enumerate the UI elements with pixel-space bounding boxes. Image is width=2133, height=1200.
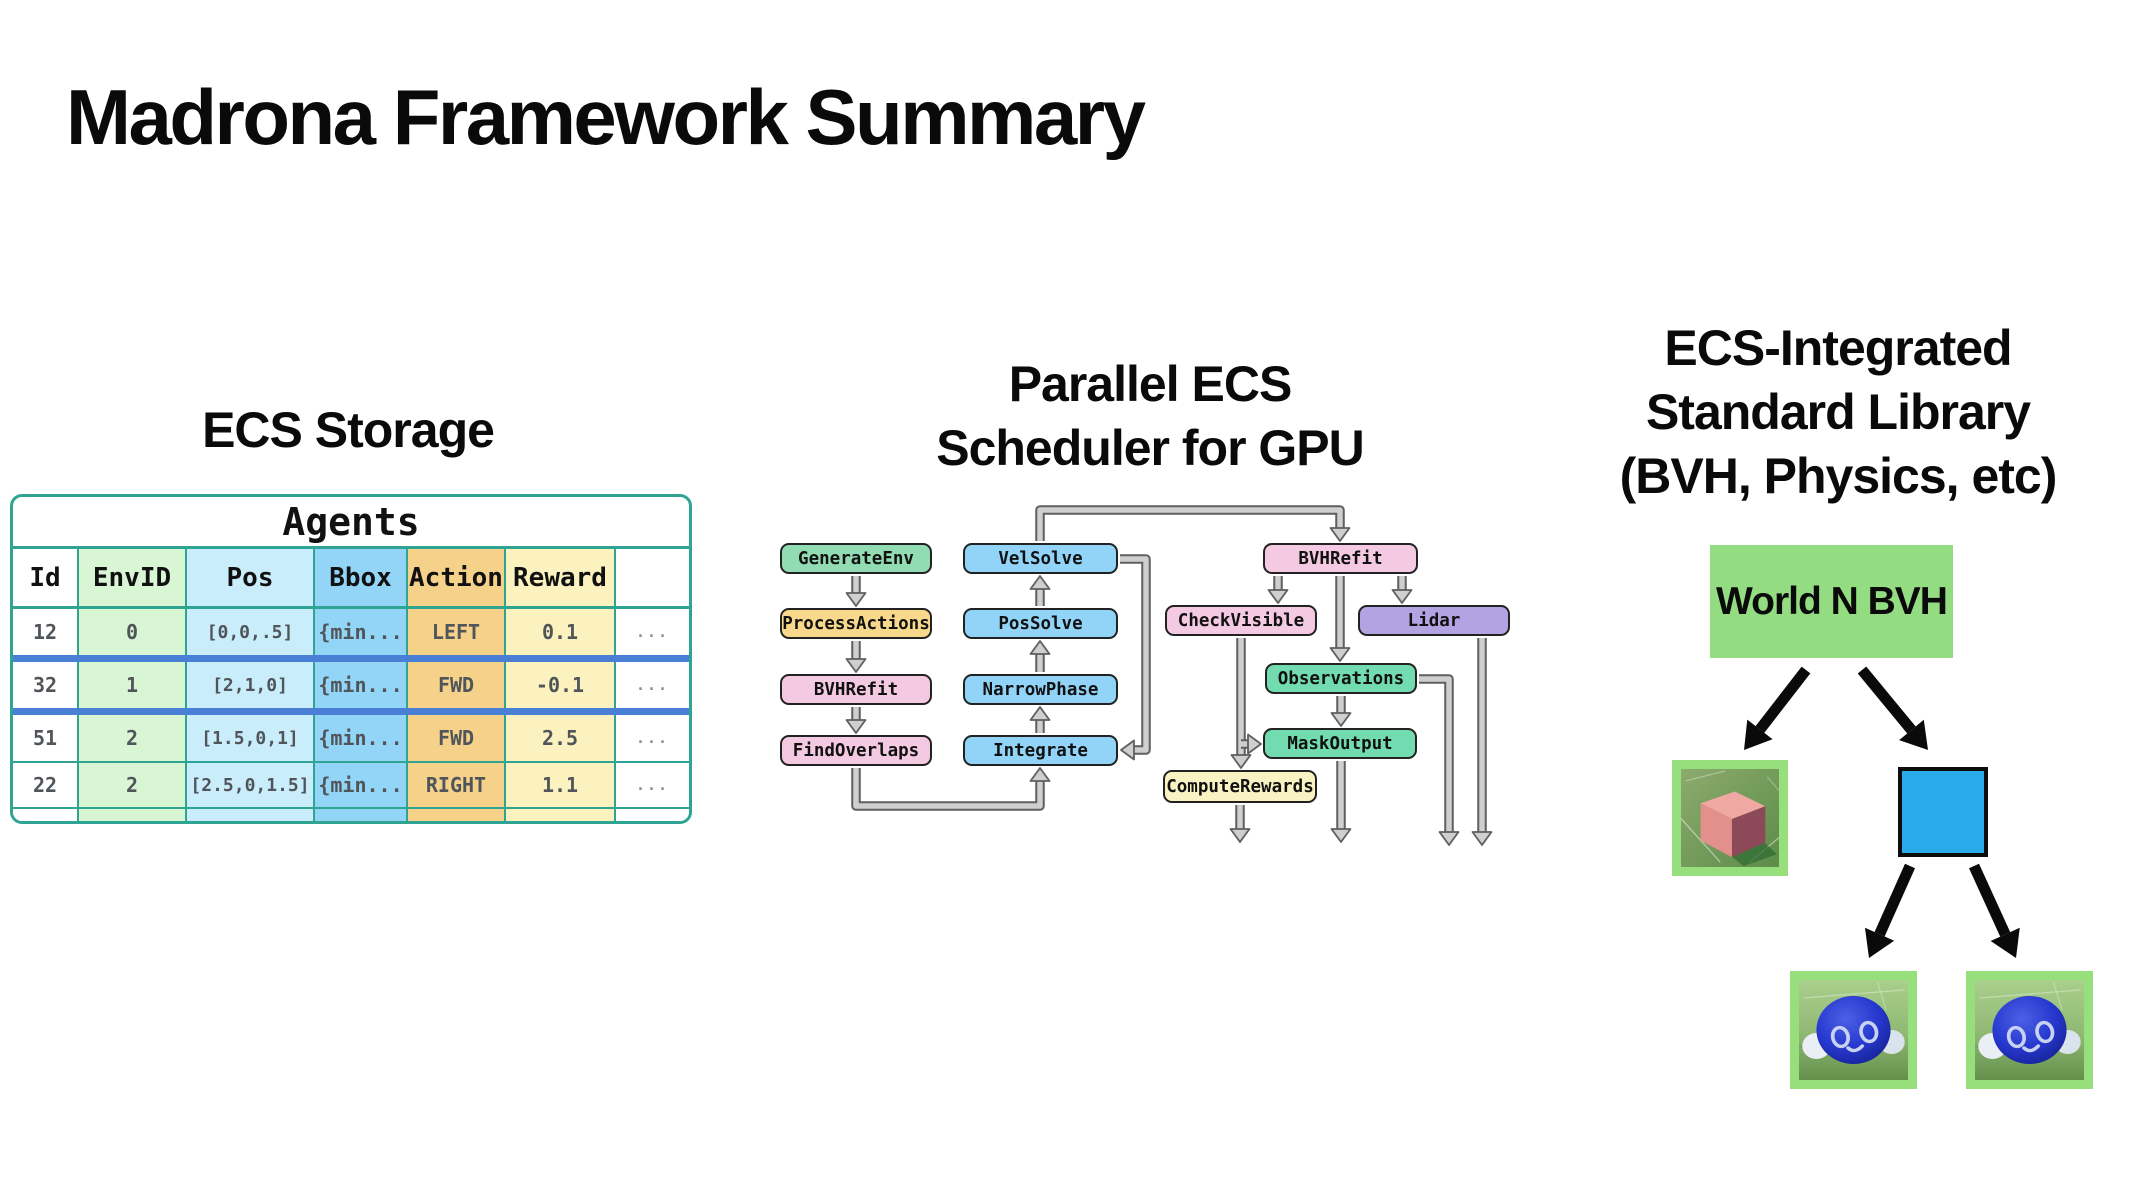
flow-node-generate-env: GenerateEnv [780, 543, 932, 574]
table-cell: [2.5,0,1.5] [187, 761, 315, 807]
stdlib-heading: ECS-Integrated Standard Library (BVH, Ph… [1568, 316, 2108, 508]
table-cell: ... [616, 609, 689, 655]
table-cell: 51 [13, 715, 79, 761]
scheduler-heading-line1: Parallel ECS [1008, 356, 1293, 412]
table-cell: [0,0,.5] [187, 609, 315, 655]
table-cell: {min... [315, 662, 408, 708]
agent-image-1 [1790, 971, 1917, 1089]
agents-table: Agents Id EnvID Pos Bbox Action Reward 1… [10, 494, 692, 824]
table-cell: 32 [13, 662, 79, 708]
col-header-reward: Reward [506, 549, 616, 609]
table-cell: 0.1 [506, 609, 616, 655]
table-stub-cell [79, 807, 187, 821]
flow-node-bvh-refit-left: BVHRefit [780, 674, 932, 705]
scheduler-heading: Parallel ECS Scheduler for GPU [890, 352, 1410, 480]
bvh-internal-node-square [1898, 767, 1988, 857]
scheduler-heading-line2: Scheduler for GPU [936, 420, 1365, 476]
table-cell: {min... [315, 715, 408, 761]
table-cell: FWD [408, 662, 506, 708]
col-header-id: Id [13, 549, 79, 609]
table-cell: {min... [315, 761, 408, 807]
table-stub-cell [408, 807, 506, 821]
table-stub-cell [506, 807, 616, 821]
stdlib-heading-line3: (BVH, Physics, etc) [1619, 448, 2058, 504]
table-cell: [2,1,0] [187, 662, 315, 708]
table-stub-cell [315, 807, 408, 821]
flow-node-narrow-phase: NarrowPhase [963, 674, 1118, 705]
agent-render [1799, 980, 1908, 1080]
agents-table-title: Agents [13, 497, 689, 549]
table-cell: -0.1 [506, 662, 616, 708]
col-header-action: Action [408, 549, 506, 609]
table-cell: LEFT [408, 609, 506, 655]
agent-render [1975, 980, 2084, 1080]
table-cell: 2 [79, 761, 187, 807]
table-stub-cell [616, 807, 689, 821]
table-cell: 1.1 [506, 761, 616, 807]
flow-node-compute-rewards: ComputeRewards [1163, 770, 1317, 803]
table-cell: 2 [79, 715, 187, 761]
col-header-envid: EnvID [79, 549, 187, 609]
flow-node-pos-solve: PosSolve [963, 608, 1118, 639]
ecs-storage-heading: ECS Storage [202, 402, 495, 458]
flow-node-lidar: Lidar [1358, 605, 1510, 636]
bvh-root-node: World N BVH [1710, 545, 1953, 658]
flow-node-vel-solve: VelSolve [963, 543, 1118, 574]
col-header-extra [616, 549, 689, 609]
flow-node-observations: Observations [1265, 663, 1417, 694]
flow-node-process-actions: ProcessActions [780, 608, 932, 639]
stdlib-heading-line1: ECS-Integrated [1664, 320, 2012, 376]
table-cell: RIGHT [408, 761, 506, 807]
table-cell: 2.5 [506, 715, 616, 761]
row-separator [13, 655, 689, 662]
table-cell: ... [616, 662, 689, 708]
flow-node-check-visible: CheckVisible [1165, 605, 1317, 636]
cube-render [1681, 769, 1779, 867]
cube-image [1672, 760, 1788, 876]
table-stub-cell [187, 807, 315, 821]
table-cell: ... [616, 715, 689, 761]
table-cell: 22 [13, 761, 79, 807]
agent-image-2 [1966, 971, 2093, 1089]
table-cell: 12 [13, 609, 79, 655]
col-header-bbox: Bbox [315, 549, 408, 609]
table-stub-cell [13, 807, 79, 821]
flow-node-bvh-refit-right: BVHRefit [1263, 543, 1418, 574]
table-cell: FWD [408, 715, 506, 761]
flow-node-mask-output: MaskOutput [1263, 728, 1417, 759]
stdlib-heading-line2: Standard Library [1645, 384, 2031, 440]
table-cell: 1 [79, 662, 187, 708]
flow-node-integrate: Integrate [963, 735, 1118, 766]
flow-node-find-overlaps: FindOverlaps [780, 735, 932, 766]
table-cell: ... [616, 761, 689, 807]
row-separator [13, 708, 689, 715]
col-header-pos: Pos [187, 549, 315, 609]
slide-title: Madrona Framework Summary [66, 73, 1146, 161]
table-cell: [1.5,0,1] [187, 715, 315, 761]
table-cell: {min... [315, 609, 408, 655]
table-cell: 0 [79, 609, 187, 655]
